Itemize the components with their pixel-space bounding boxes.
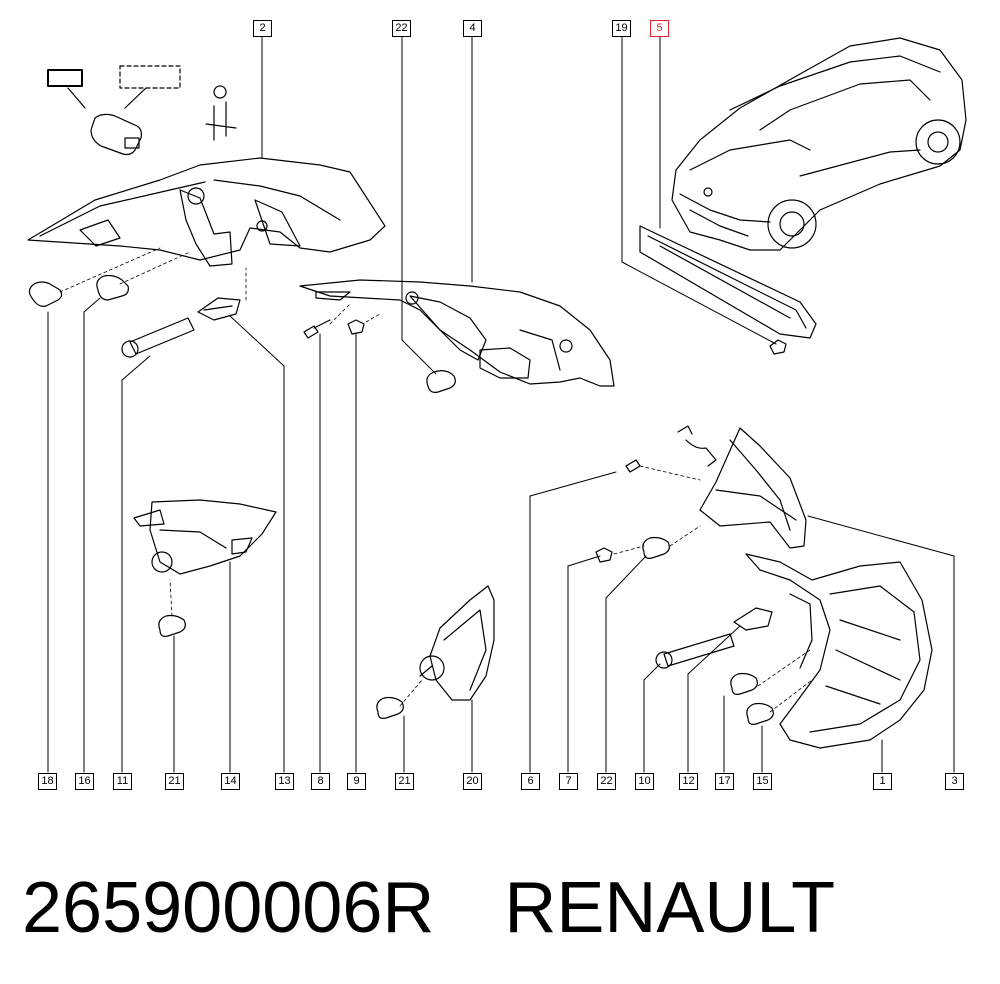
callout-22-top[interactable]: 22 (392, 20, 411, 37)
part-caption: 265900006R RENAULT (22, 858, 835, 958)
callout-16[interactable]: 16 (75, 773, 94, 790)
lamp-12-drawing (733, 607, 773, 631)
callout-6[interactable]: 6 (521, 773, 540, 790)
indicator-20-drawing (419, 585, 495, 701)
callout-21-center[interactable]: 21 (395, 773, 414, 790)
assembly-lines (59, 247, 813, 713)
bulb-16-drawing (96, 274, 129, 301)
callout-15[interactable]: 15 (753, 773, 772, 790)
callout-2[interactable]: 2 (253, 20, 272, 37)
callout-14[interactable]: 14 (221, 773, 240, 790)
callout-7[interactable]: 7 (559, 773, 578, 790)
callout-21-left[interactable]: 21 (165, 773, 184, 790)
callout-19[interactable]: 19 (612, 20, 631, 37)
callout-8[interactable]: 8 (311, 773, 330, 790)
bulb-15-drawing (746, 702, 774, 725)
clip-7-drawing (595, 547, 613, 563)
callout-22-bottom[interactable]: 22 (597, 773, 616, 790)
screw-8-drawing (303, 319, 331, 339)
part-number: 265900006R (22, 868, 435, 948)
callout-10[interactable]: 10 (635, 773, 654, 790)
bulb-inset-drawing (47, 65, 237, 156)
callout-18[interactable]: 18 (38, 773, 57, 790)
bulb-21a-drawing (158, 614, 186, 637)
grille-bar-19-drawing (639, 225, 817, 355)
callout-20[interactable]: 20 (463, 773, 482, 790)
bulb-22b-drawing (642, 536, 670, 559)
leader-lines (47, 35, 955, 773)
rod-10-drawing (655, 633, 735, 669)
bulb-21b-drawing (376, 696, 404, 719)
bulb-17-drawing (730, 672, 758, 695)
callout-17[interactable]: 17 (715, 773, 734, 790)
rear-lamp-outer-drawing (27, 157, 386, 267)
rod-11-drawing (121, 317, 195, 358)
rear-lamp-3-drawing (625, 425, 807, 549)
callout-5-highlighted[interactable]: 5 (650, 20, 669, 37)
callout-12[interactable]: 12 (679, 773, 698, 790)
callout-1[interactable]: 1 (873, 773, 892, 790)
lamp-13-drawing (197, 297, 241, 321)
callout-13[interactable]: 13 (275, 773, 294, 790)
rear-lamp-1-drawing (745, 553, 933, 749)
callout-3[interactable]: 3 (945, 773, 964, 790)
car-drawing (671, 37, 967, 251)
callout-11[interactable]: 11 (113, 773, 132, 790)
headlamp-4-drawing (299, 279, 615, 387)
bulb-22-drawing (426, 370, 456, 393)
bulb-18-drawing (28, 281, 63, 307)
brand-name: RENAULT (504, 868, 836, 948)
fog-lamp-14-drawing (133, 499, 277, 575)
callout-4[interactable]: 4 (463, 20, 482, 37)
callout-9[interactable]: 9 (347, 773, 366, 790)
clip-9-drawing (347, 319, 365, 335)
